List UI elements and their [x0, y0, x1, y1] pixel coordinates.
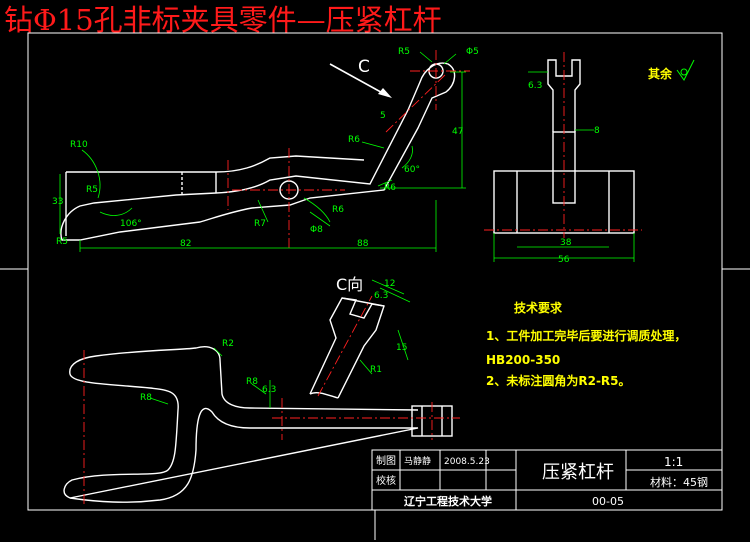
dim-47: 47: [452, 127, 463, 137]
top-view-centerlines: [83, 350, 460, 504]
dim-phi5: Φ5: [466, 47, 479, 57]
drawing-title: 钻Φ15孔非标夹具零件—压紧杠杆: [4, 3, 442, 37]
dim-5: 5: [380, 111, 386, 121]
surface-roughness-symbol: [676, 59, 695, 81]
dim-r5-top: R5: [398, 47, 410, 57]
dim-r7: R7: [254, 219, 266, 229]
view-c-label: C: [358, 57, 370, 77]
dim-6: 6.3: [374, 291, 388, 301]
dim-r5-left: R5: [56, 237, 68, 247]
dim-r5-small: R5: [86, 185, 98, 195]
dim-r1: R1: [370, 365, 382, 375]
title-block-school: 辽宁工程技术大学: [404, 494, 492, 508]
title-block-drawn-name: 马静静: [404, 455, 431, 467]
dim-6-3: 6.3: [528, 81, 542, 91]
c-view-outline: [309, 297, 385, 399]
dim-8: 8: [594, 126, 600, 136]
tech-req-line2: HB200-350: [486, 353, 560, 367]
dim-r8-a: R8: [246, 377, 258, 387]
dim-r8-b: R8: [140, 393, 152, 403]
title-block-lines: [371, 449, 723, 511]
title-block-drawn-label: 制图: [376, 454, 396, 467]
view-c-direction-label: C向: [336, 275, 363, 294]
title-block-material: 材料：45钢: [650, 475, 708, 489]
dim-r2: R2: [222, 339, 234, 349]
dim-56: 56: [558, 255, 570, 265]
tech-req-heading: 技术要求: [514, 300, 563, 315]
dim-r6-mid: R6: [332, 205, 344, 215]
side-view-centerlines: [484, 52, 642, 238]
dim-88: 88: [357, 239, 369, 249]
title-block-date: 2008.5.23: [444, 457, 490, 467]
dim-phi8: Φ8: [310, 225, 323, 235]
c-view-centerline: [317, 295, 373, 397]
side-view-dimension-lines: [493, 71, 635, 262]
top-view-dimension-lines: [149, 347, 271, 408]
dim-106: 106°: [120, 219, 142, 229]
view-c-arrow: [329, 63, 392, 98]
title-block-check-label: 校核: [376, 474, 396, 487]
title-block-scale: 1:1: [664, 455, 683, 469]
dim-12: 12: [384, 279, 395, 289]
c-view-dimension-lines: [359, 279, 411, 375]
title-block-drawing-no: 00-05: [592, 495, 624, 508]
dim-6-3-top: 6.3: [262, 385, 276, 395]
tech-req-line1: 1、工件加工完毕后要进行调质处理，: [486, 328, 686, 343]
main-view-dimension-lines: [59, 51, 466, 252]
dim-r6-b: R6: [384, 183, 396, 193]
dim-60: 60°: [404, 165, 420, 175]
dim-82: 82: [180, 239, 191, 249]
surface-rest-label: 其余: [648, 66, 673, 81]
main-view-centerlines: [227, 50, 470, 250]
tech-req-line3: 2、未标注圆角为R2-R5。: [486, 373, 631, 388]
title-block-part-name: 压紧杠杆: [542, 462, 614, 483]
dim-38: 38: [560, 238, 572, 248]
dim-15: 15: [396, 343, 407, 353]
dim-r10: R10: [70, 140, 88, 150]
dim-r6-c: R6: [348, 135, 360, 145]
dim-33: 33: [52, 197, 63, 207]
